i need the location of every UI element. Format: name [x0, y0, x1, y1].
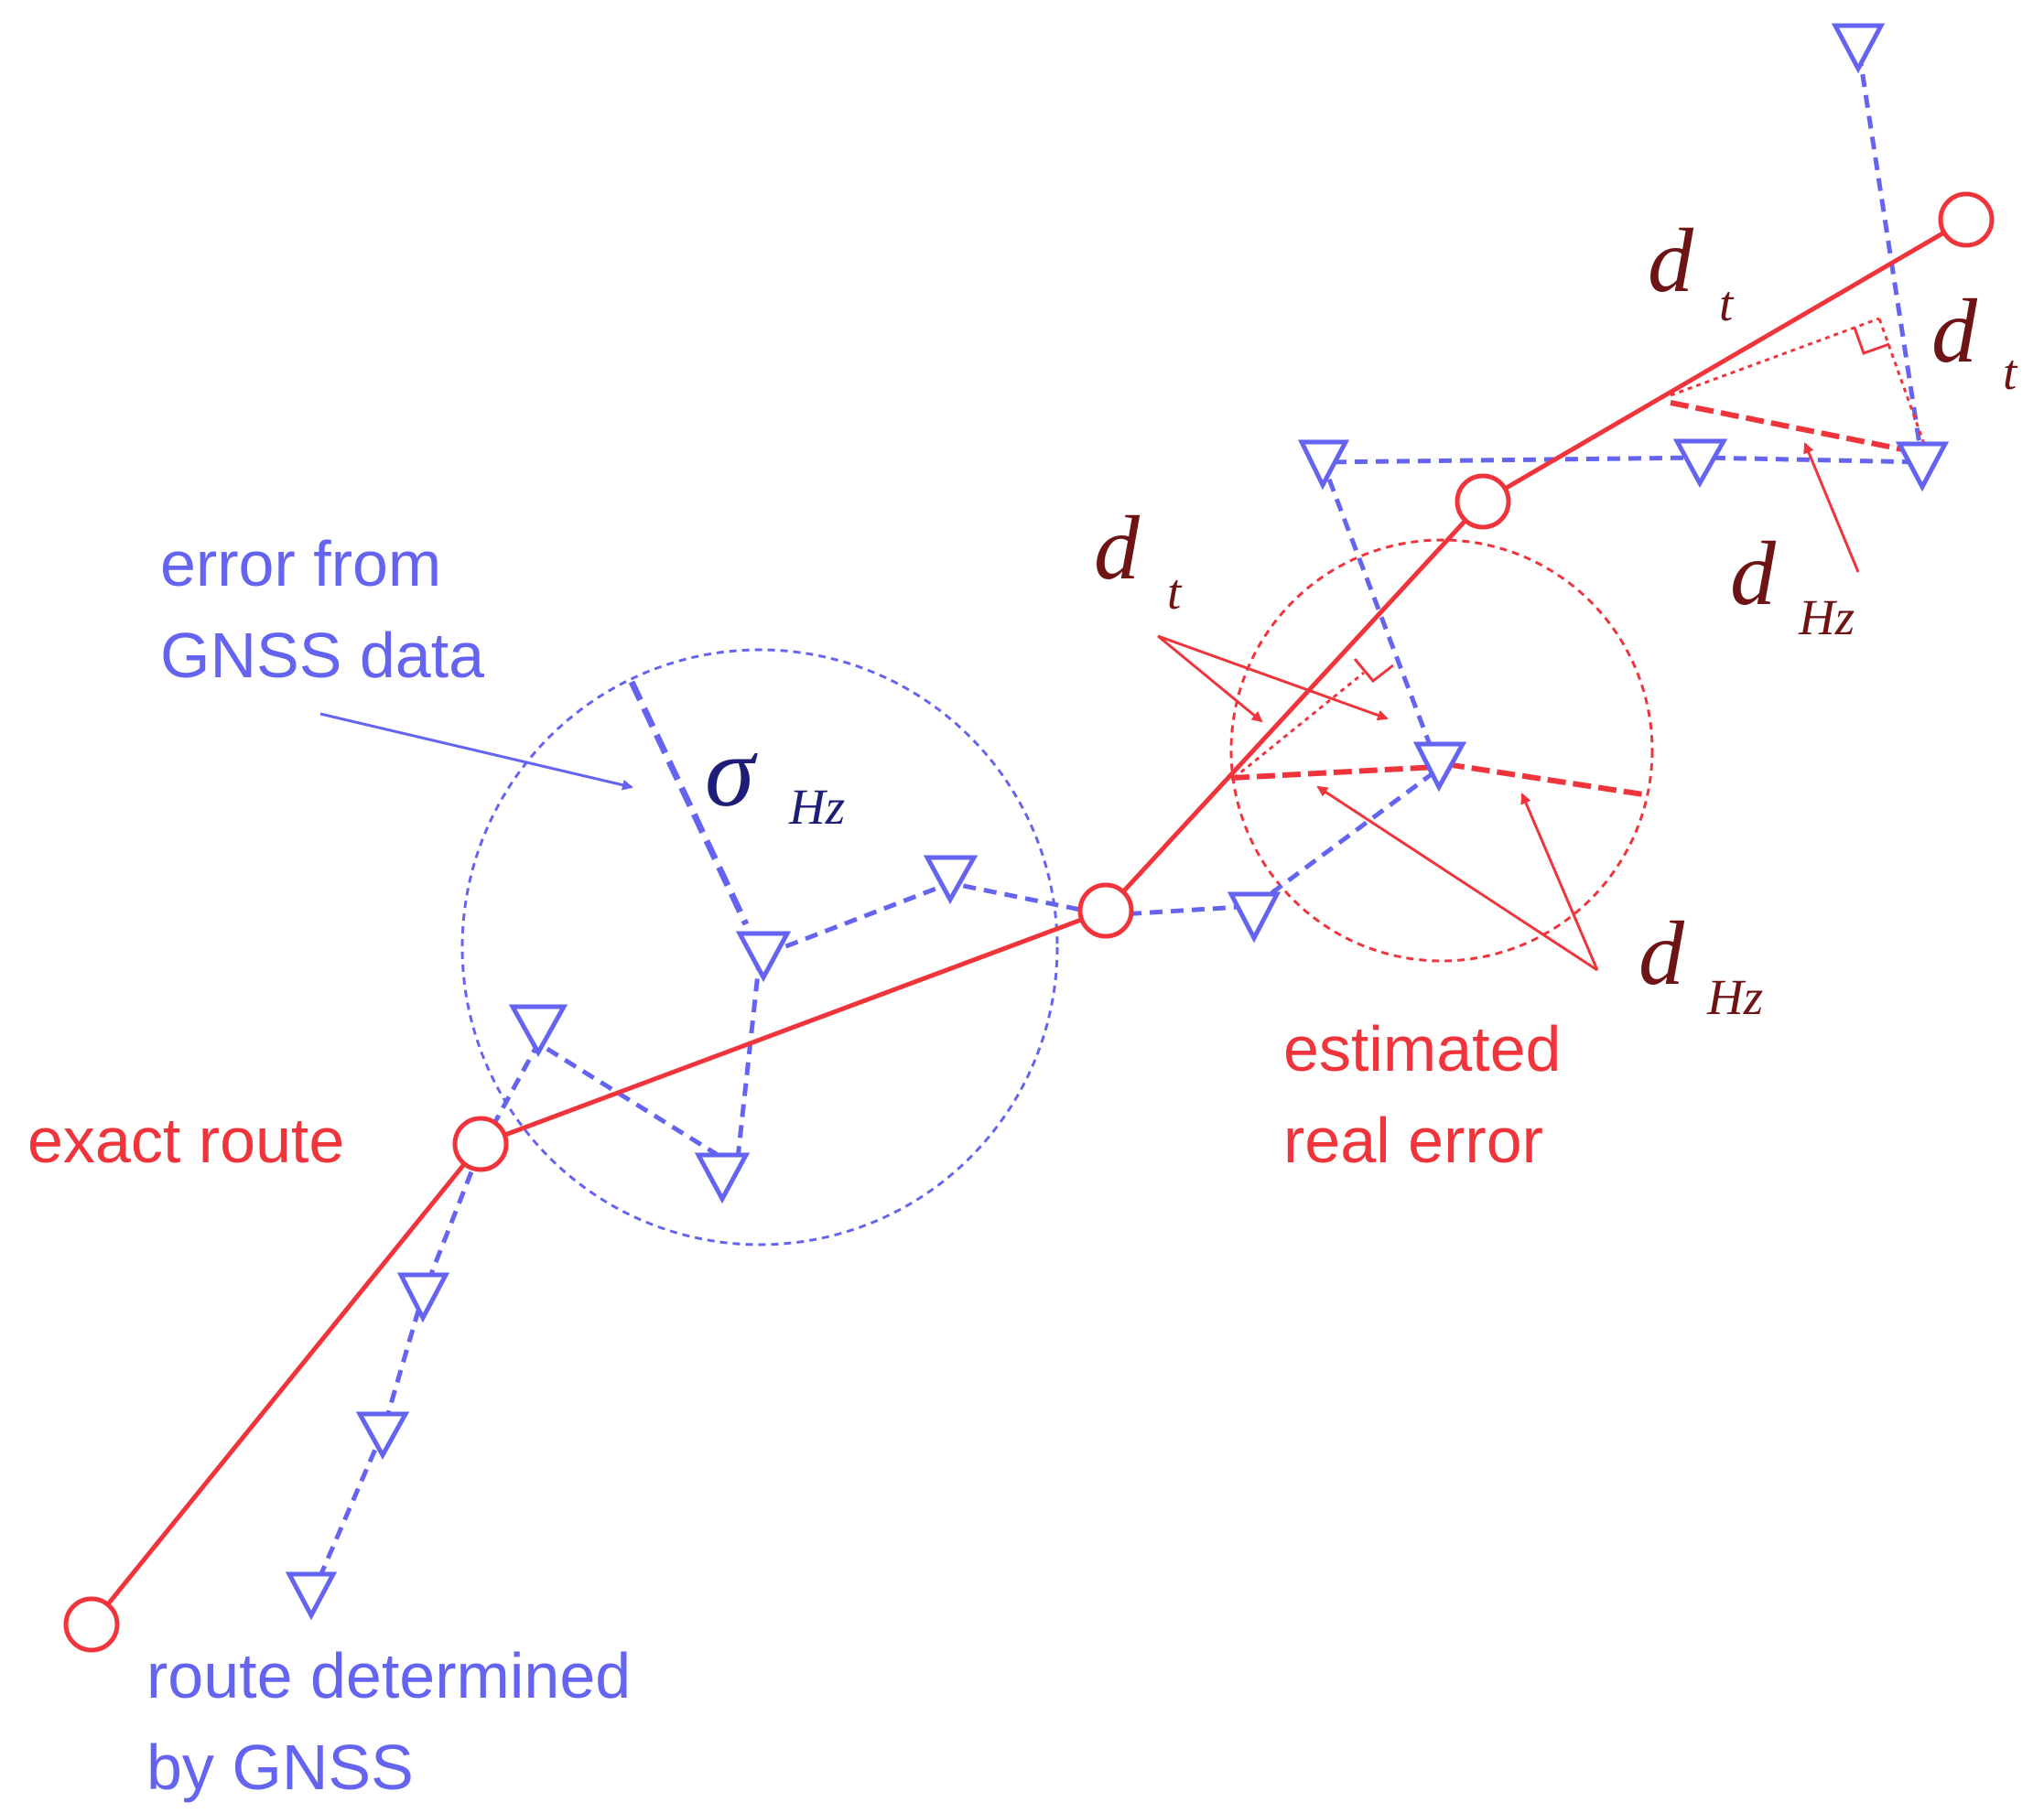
gnss-points	[285, 23, 1950, 1621]
dhz-segment-mid-right	[1445, 761, 1644, 797]
dt-label-top-d: d	[1648, 210, 1694, 311]
exact-route-label: exact route	[27, 1105, 344, 1176]
gnss-point	[1831, 23, 1886, 74]
dhz-label-top-d: d	[1730, 523, 1777, 624]
gnss-error-circle	[460, 648, 1059, 1246]
dt-label-mid-sub: t	[1167, 564, 1183, 620]
exact-route-point	[1455, 473, 1511, 530]
dt-label-top-sub: t	[1719, 275, 1735, 331]
error-from-gnss-label-line1: error from	[160, 528, 441, 599]
route-gnss-label-line1: route determined	[146, 1640, 631, 1711]
dhz-arrow-2	[1520, 793, 1599, 971]
error-from-gnss-label-line2: GNSS data	[160, 620, 484, 691]
estimated-error-circle	[1229, 538, 1654, 963]
exact-route-points	[63, 191, 1995, 1653]
right-angle-marker-top	[1853, 327, 1890, 355]
route-gnss-label-line2: by GNSS	[146, 1732, 414, 1803]
dhz-segment-top	[1670, 400, 1921, 456]
exact-route-point	[1938, 191, 1995, 248]
exact-route-point	[63, 1596, 120, 1653]
gnss-point	[694, 1152, 751, 1204]
gnss-point	[1227, 891, 1282, 944]
estimated-error-label-line1: estimated	[1283, 1013, 1561, 1085]
sigma-hz-symbol: σ	[705, 716, 758, 827]
estimated-error-label-line2: real error	[1283, 1105, 1543, 1176]
dt-arrow-1	[1157, 634, 1263, 723]
dhz-segment-mid-left	[1230, 764, 1438, 781]
gnss-point	[285, 1571, 338, 1621]
dt-along-route-mid	[1233, 671, 1365, 780]
gnss-point	[1412, 741, 1467, 793]
dt-along-route-top	[1670, 317, 1880, 397]
dhz-label-top-sub: Hz	[1798, 589, 1855, 645]
gnss-point	[1672, 438, 1728, 489]
dt-label-mid-d: d	[1094, 497, 1141, 599]
dhz-arrow-top	[1803, 442, 1860, 573]
exact-route-point	[1077, 882, 1134, 939]
exact-route-point	[452, 1116, 509, 1172]
gnss-point	[923, 855, 979, 905]
dt-label-right-sub: t	[2003, 344, 2018, 400]
sigma-hz-subscript: Hz	[788, 779, 845, 835]
sigma-hz-radius	[628, 680, 750, 926]
dhz-label-mid-d: d	[1638, 902, 1685, 1004]
dt-perpendicular-top	[1877, 318, 1926, 445]
gnss-point	[1297, 439, 1350, 491]
error-from-gnss-arrow	[319, 712, 633, 791]
gnss-point	[396, 1272, 450, 1323]
gnss-point	[1895, 441, 1950, 492]
gnss-point	[735, 931, 792, 983]
dhz-label-mid-sub: Hz	[1706, 969, 1763, 1025]
right-angle-marker-mid	[1353, 658, 1394, 684]
gnss-point	[508, 1004, 568, 1058]
gnss-point	[355, 1411, 410, 1461]
dt-label-right-d: d	[1931, 280, 1978, 382]
dt-arrow-2	[1157, 634, 1389, 721]
dhz-arrow-1	[1316, 785, 1598, 972]
